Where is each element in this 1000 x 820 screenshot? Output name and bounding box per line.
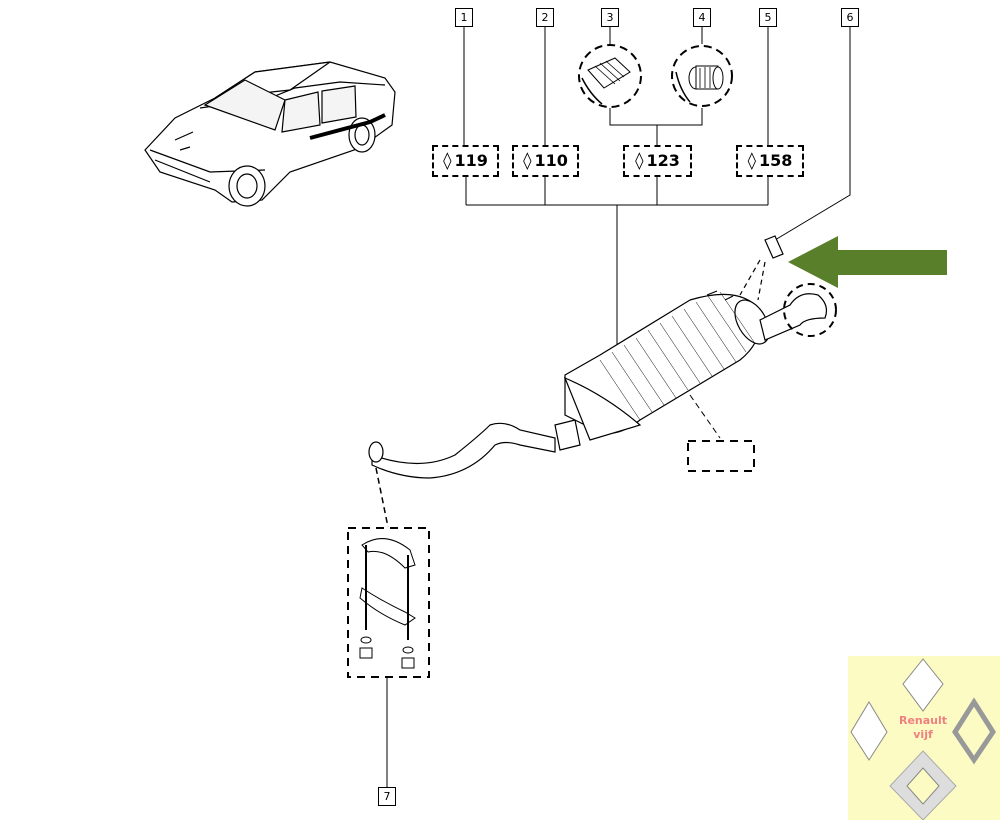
green-arrow-indicator: [788, 236, 947, 288]
callout-7: 7: [378, 787, 396, 806]
leader-lines: [386, 27, 851, 787]
diamond-icon: ◊: [523, 151, 532, 171]
callout-3: 3: [601, 8, 619, 27]
car-illustration: [144, 61, 396, 207]
ref-code: 110: [534, 151, 568, 170]
detail-clamp-3: [578, 44, 642, 108]
ref-box-123[interactable]: ◊123: [623, 145, 692, 177]
ref-code: 119: [454, 151, 488, 170]
diamond-icon: ◊: [747, 151, 756, 171]
logo-line1: Renault: [898, 714, 948, 727]
callout-4: 4: [693, 8, 711, 27]
detail-rubber-mount-4: [671, 45, 733, 107]
ref-code: 123: [646, 151, 680, 170]
diamond-icon: ◊: [443, 151, 452, 171]
ref-box-110[interactable]: ◊110: [512, 145, 579, 177]
callout-6: 6: [841, 8, 859, 27]
logo-line2: vijf: [913, 728, 933, 741]
ref-box-119[interactable]: ◊119: [432, 145, 499, 177]
ref-box-158[interactable]: ◊158: [736, 145, 804, 177]
renault-badges: [850, 658, 996, 820]
callout-1: 1: [455, 8, 473, 27]
clamp-kit: [347, 527, 430, 678]
diamond-icon: ◊: [635, 151, 644, 171]
ref-code: 158: [759, 151, 793, 170]
callout-2: 2: [536, 8, 554, 27]
unlabelled-ref-box: [687, 440, 755, 472]
callout-5: 5: [759, 8, 777, 27]
exhaust-system: [368, 235, 837, 479]
